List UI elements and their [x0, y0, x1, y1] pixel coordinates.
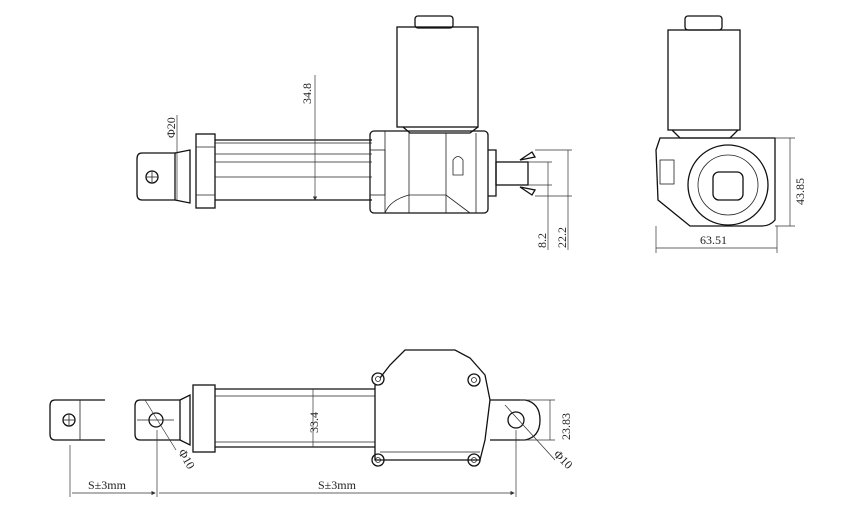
rod-eye: [134, 393, 191, 447]
extended-rod-eye: [49, 399, 105, 441]
outer-tube: [215, 388, 375, 448]
dim-label-rear-hole: Φ10: [551, 447, 576, 472]
dim-label-rod-diameter: Φ20: [164, 117, 178, 138]
bottom-view: 33.4 23.83 Φ10 Φ10 S±3mm S±3mm: [49, 349, 576, 497]
gearbox-housing: [369, 130, 489, 214]
dim-label-clevis-width: 22.2: [555, 227, 569, 248]
gearbox-housing: [371, 349, 491, 467]
dim-label-side-width: 63.51: [700, 233, 727, 247]
dim-label-clevis: 23.83: [559, 413, 573, 440]
side-view: 43.85 63.51: [655, 15, 807, 253]
front-flange: [195, 133, 216, 209]
front-flange: [192, 384, 216, 453]
dim-label-side-height: 43.85: [793, 178, 807, 205]
rear-clevis: [490, 399, 541, 441]
dim-33-4: 33.4: [307, 389, 321, 447]
dim-label-stroke: S±3mm: [318, 478, 357, 492]
outer-tube: [215, 139, 372, 201]
dim-34-8: 34.8: [300, 75, 318, 201]
dim-8-2-and-22-2: 8.2 22.2: [528, 149, 572, 250]
dim-23-83: 23.83: [520, 399, 573, 441]
rear-clevis: [488, 149, 537, 197]
dim-label-slot: 8.2: [535, 233, 549, 248]
dim-label-retracted: S±3mm: [88, 478, 127, 492]
dim-stroke: S±3mm S±3mm: [69, 430, 517, 497]
rod-end-eye: [136, 149, 191, 204]
dim-label-front-hole: Φ10: [175, 447, 198, 472]
motor: [396, 15, 479, 134]
top-view: 34.8 Φ20 8.2 22.2: [136, 15, 572, 250]
dim-label-tube: 33.4: [307, 412, 321, 433]
dim-label-height: 34.8: [300, 83, 314, 104]
dim-phi-20: Φ20: [164, 115, 178, 200]
